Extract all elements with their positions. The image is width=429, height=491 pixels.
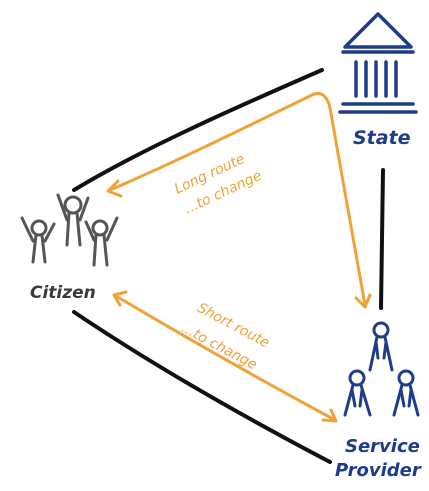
state-label: State — [353, 127, 411, 149]
citizen-provider-line — [72, 310, 332, 464]
service-provider-label-line1: Service — [345, 436, 420, 457]
long-route-arrow — [106, 92, 372, 309]
service-provider-label-line2: Provider — [335, 460, 421, 481]
staff-hierarchy-icon — [343, 321, 420, 417]
citizens-group-icon — [20, 193, 119, 267]
government-building-icon — [338, 12, 418, 114]
state-provider-line — [379, 168, 385, 310]
state-citizen-line — [72, 68, 324, 192]
short-route-arrow — [112, 290, 338, 423]
citizen-label: Citizen — [30, 283, 96, 303]
